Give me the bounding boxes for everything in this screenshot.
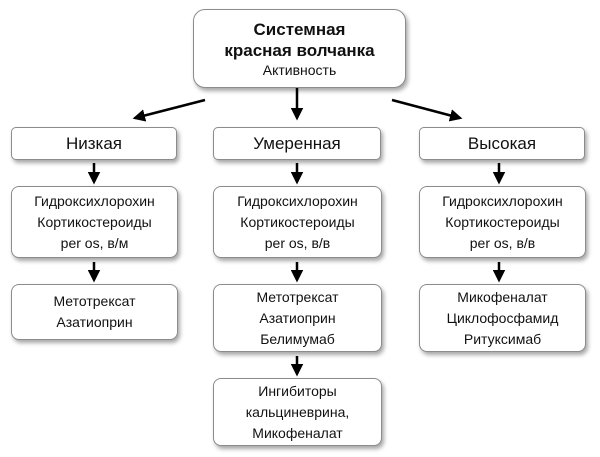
drug-line: Метотрексат — [256, 288, 339, 305]
drug-line: Микофеналат — [457, 288, 548, 305]
level-high-label: Высокая — [467, 133, 537, 153]
high-step-1: Гидроксихлорохин Кортикостероиды per os,… — [419, 186, 586, 258]
drug-line: Микофеналат — [252, 424, 343, 441]
drug-line: per os, в/м — [60, 234, 129, 251]
drug-line: Азатиоприн — [259, 309, 336, 326]
drug-line: Гидроксихлорохин — [34, 192, 155, 209]
root-title-line2: красная волчанка — [224, 40, 375, 60]
level-low-label: Низкая — [65, 133, 123, 153]
level-low: Низкая — [11, 127, 177, 160]
root-subtitle: Активность — [262, 61, 337, 78]
drug-line: per os, в/в — [264, 234, 331, 251]
drug-line: Ритуксимаб — [463, 330, 542, 347]
root-node: Системная красная волчанка Активность — [193, 9, 406, 88]
high-step-2: Микофеналат Циклофосфамид Ритуксимаб — [419, 284, 586, 352]
drug-line: Гидроксихлорохин — [442, 192, 563, 209]
drug-line: Кортикостероиды — [37, 213, 152, 230]
moderate-step-3: Ингибиторы кальциневрина, Микофеналат — [213, 378, 382, 446]
drug-line: Кортикостероиды — [445, 213, 560, 230]
moderate-step-2: Метотрексат Азатиоприн Белимумаб — [213, 284, 382, 352]
drug-line: Гидроксихлорохин — [237, 192, 358, 209]
low-step-1: Гидроксихлорохин Кортикостероиды per os,… — [11, 186, 178, 258]
drug-line: Азатиоприн — [56, 314, 133, 330]
drug-line: Метотрексат — [53, 293, 136, 309]
low-step-2: Метотрексат Азатиоприн — [11, 284, 178, 340]
arrow-root-to-high — [391, 98, 463, 122]
moderate-step-1: Гидроксихлорохин Кортикостероиды per os,… — [213, 186, 382, 258]
drug-line: кальциневрина, — [245, 403, 350, 420]
drug-line: Циклофосфамид — [446, 309, 559, 326]
drug-line: Ингибиторы — [258, 382, 337, 399]
arrow-root-to-low — [132, 98, 206, 122]
level-moderate-label: Умеренная — [253, 133, 341, 153]
root-title-line1: Системная — [253, 19, 346, 39]
drug-line: Кортикостероиды — [240, 213, 355, 230]
drug-line: per os, в/в — [469, 234, 536, 251]
drug-line: Белимумаб — [260, 330, 335, 347]
level-high: Высокая — [419, 127, 585, 160]
level-moderate: Умеренная — [213, 127, 381, 160]
